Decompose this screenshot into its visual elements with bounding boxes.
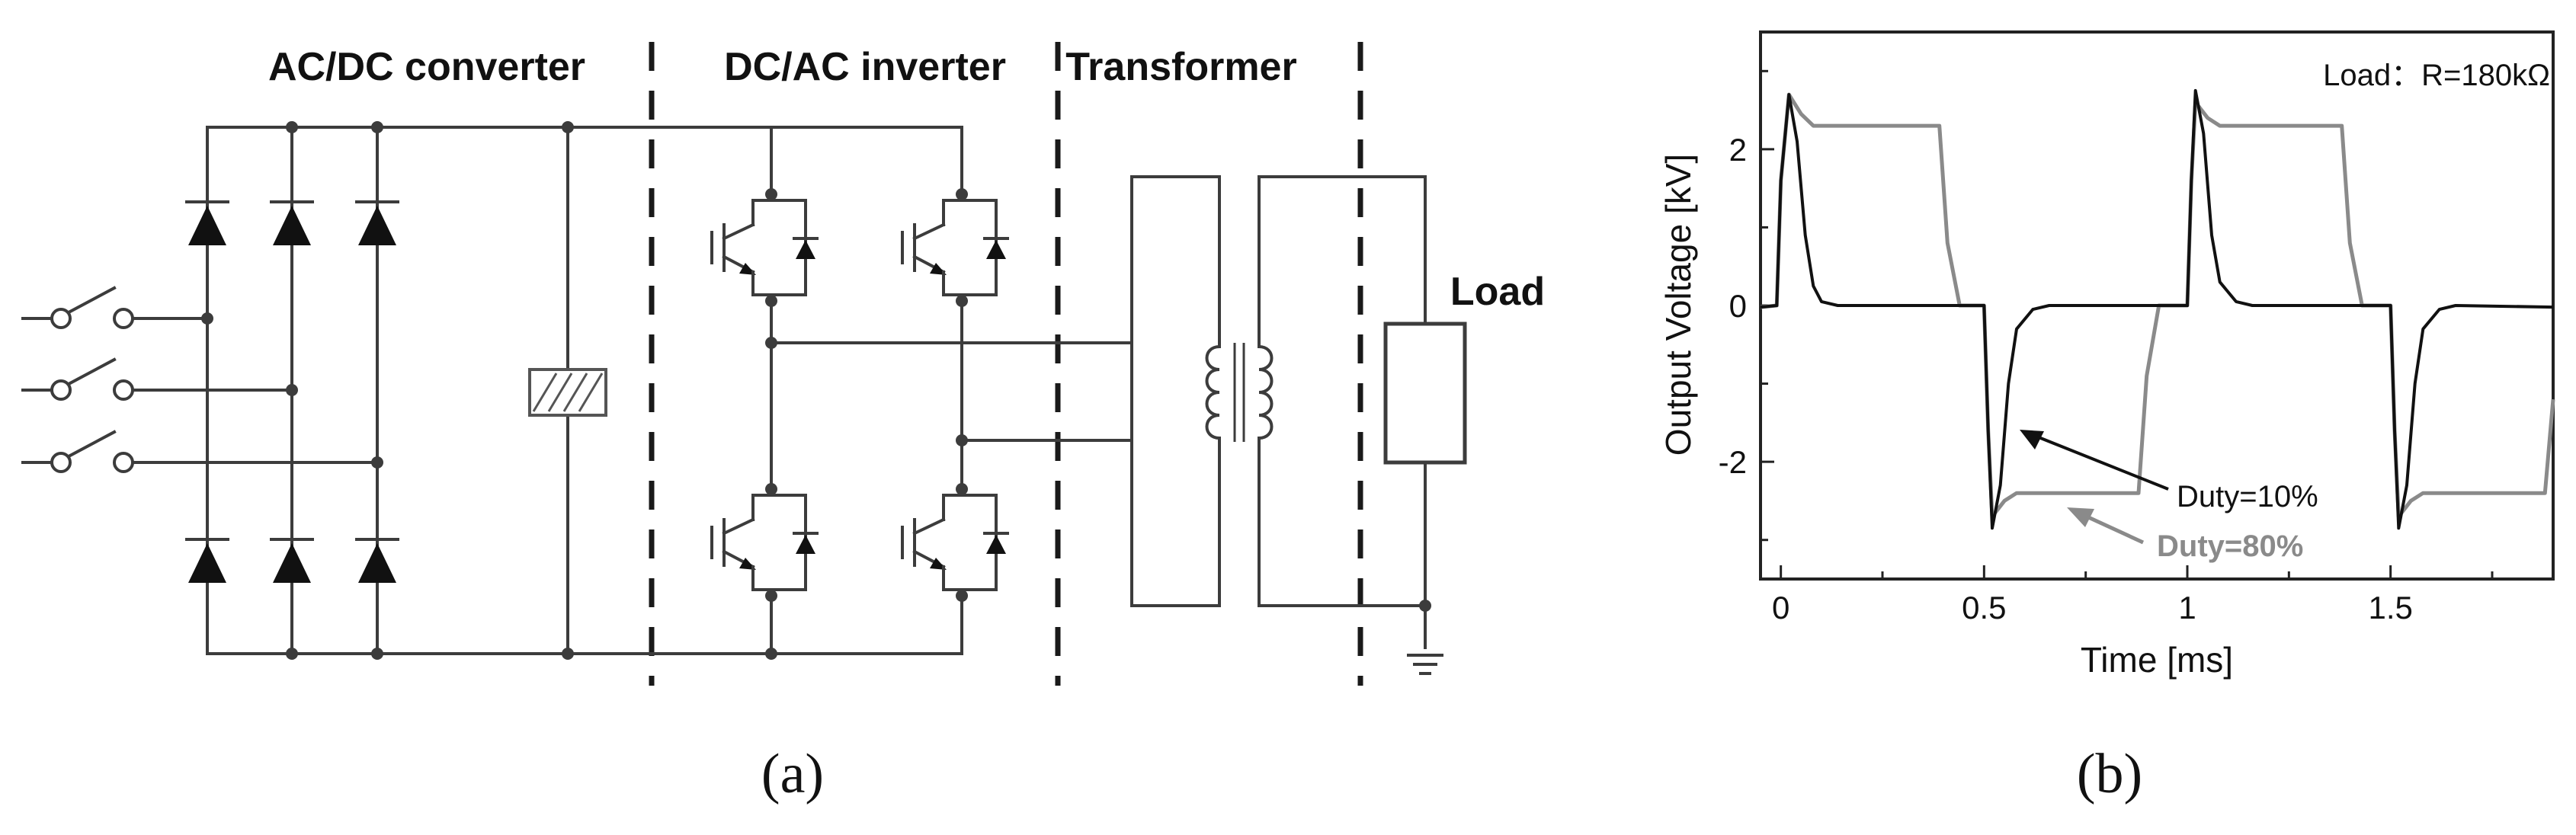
dc-link-capacitor [528, 126, 607, 655]
x-tick-label-2: 1 [2178, 590, 2196, 625]
diode-bottom-3 [355, 538, 399, 583]
ground-symbol [1407, 654, 1443, 675]
rectifier-bridge [185, 126, 399, 655]
series-label-duty10: Duty=10% [2177, 480, 2318, 513]
load-label: Load [1450, 270, 1545, 314]
section-label-dcac-inverter: DC/AC inverter [724, 45, 1006, 89]
load-resistor [1383, 175, 1467, 649]
ac-input-switches [21, 286, 379, 473]
circuit-diagram: AC/DC converter DC/AC inverter Transform… [21, 42, 1545, 805]
axis-ticks: 0 0.5 1 1.5 2 0 -2 [1719, 69, 2494, 625]
switch-phase-2 [21, 357, 293, 401]
igbt-upper-right [901, 193, 1009, 302]
section-label-acdc-converter: AC/DC converter [268, 45, 585, 89]
caption-b: (b) [2077, 743, 2142, 805]
x-tick-label-3: 1.5 [2368, 590, 2412, 625]
y-tick-label-0: 2 [1729, 132, 1747, 168]
x-tick-label-0: 0 [1772, 590, 1789, 625]
igbt-lower-left [710, 488, 819, 597]
igbt-upper-left [710, 193, 819, 302]
y-tick-label-1: 0 [1729, 288, 1747, 324]
annotation-arrow-duty80 [2067, 507, 2145, 545]
series-layer [1760, 88, 2555, 530]
diode-top-3 [355, 200, 399, 245]
transformer-symbol [1130, 175, 1427, 607]
caption-a: (a) [761, 743, 824, 805]
dc-bus [206, 126, 963, 655]
diode-bottom-1 [185, 538, 229, 583]
section-label-transformer: Transformer [1065, 45, 1296, 89]
diode-top-2 [270, 200, 314, 245]
switch-phase-1 [21, 286, 209, 329]
series-line-duty10 [1760, 88, 2554, 530]
y-axis-label: Output Voltage [kV] [1658, 154, 1698, 456]
diode-top-1 [185, 200, 229, 245]
y-tick-label-2: -2 [1719, 444, 1747, 480]
inverter-leg-right [960, 126, 1133, 655]
x-tick-label-1: 0.5 [1962, 590, 2006, 625]
igbt-lower-right [901, 488, 1009, 597]
waveform-chart: 0 0.5 1 1.5 2 0 -2 Load：R=180kΩ Duty=10% Duty=… [1658, 30, 2555, 805]
diode-bottom-2 [270, 538, 314, 583]
inverter-leg-left [770, 126, 1133, 655]
x-axis-label: Time [ms] [2081, 640, 2233, 680]
annotation-arrow-duty10 [2020, 430, 2169, 491]
load-annotation: Load：R=180kΩ [2323, 59, 2550, 92]
junction-dots [201, 121, 1431, 660]
switch-phase-3 [21, 430, 379, 473]
series-label-duty80: Duty=80% [2157, 529, 2303, 563]
